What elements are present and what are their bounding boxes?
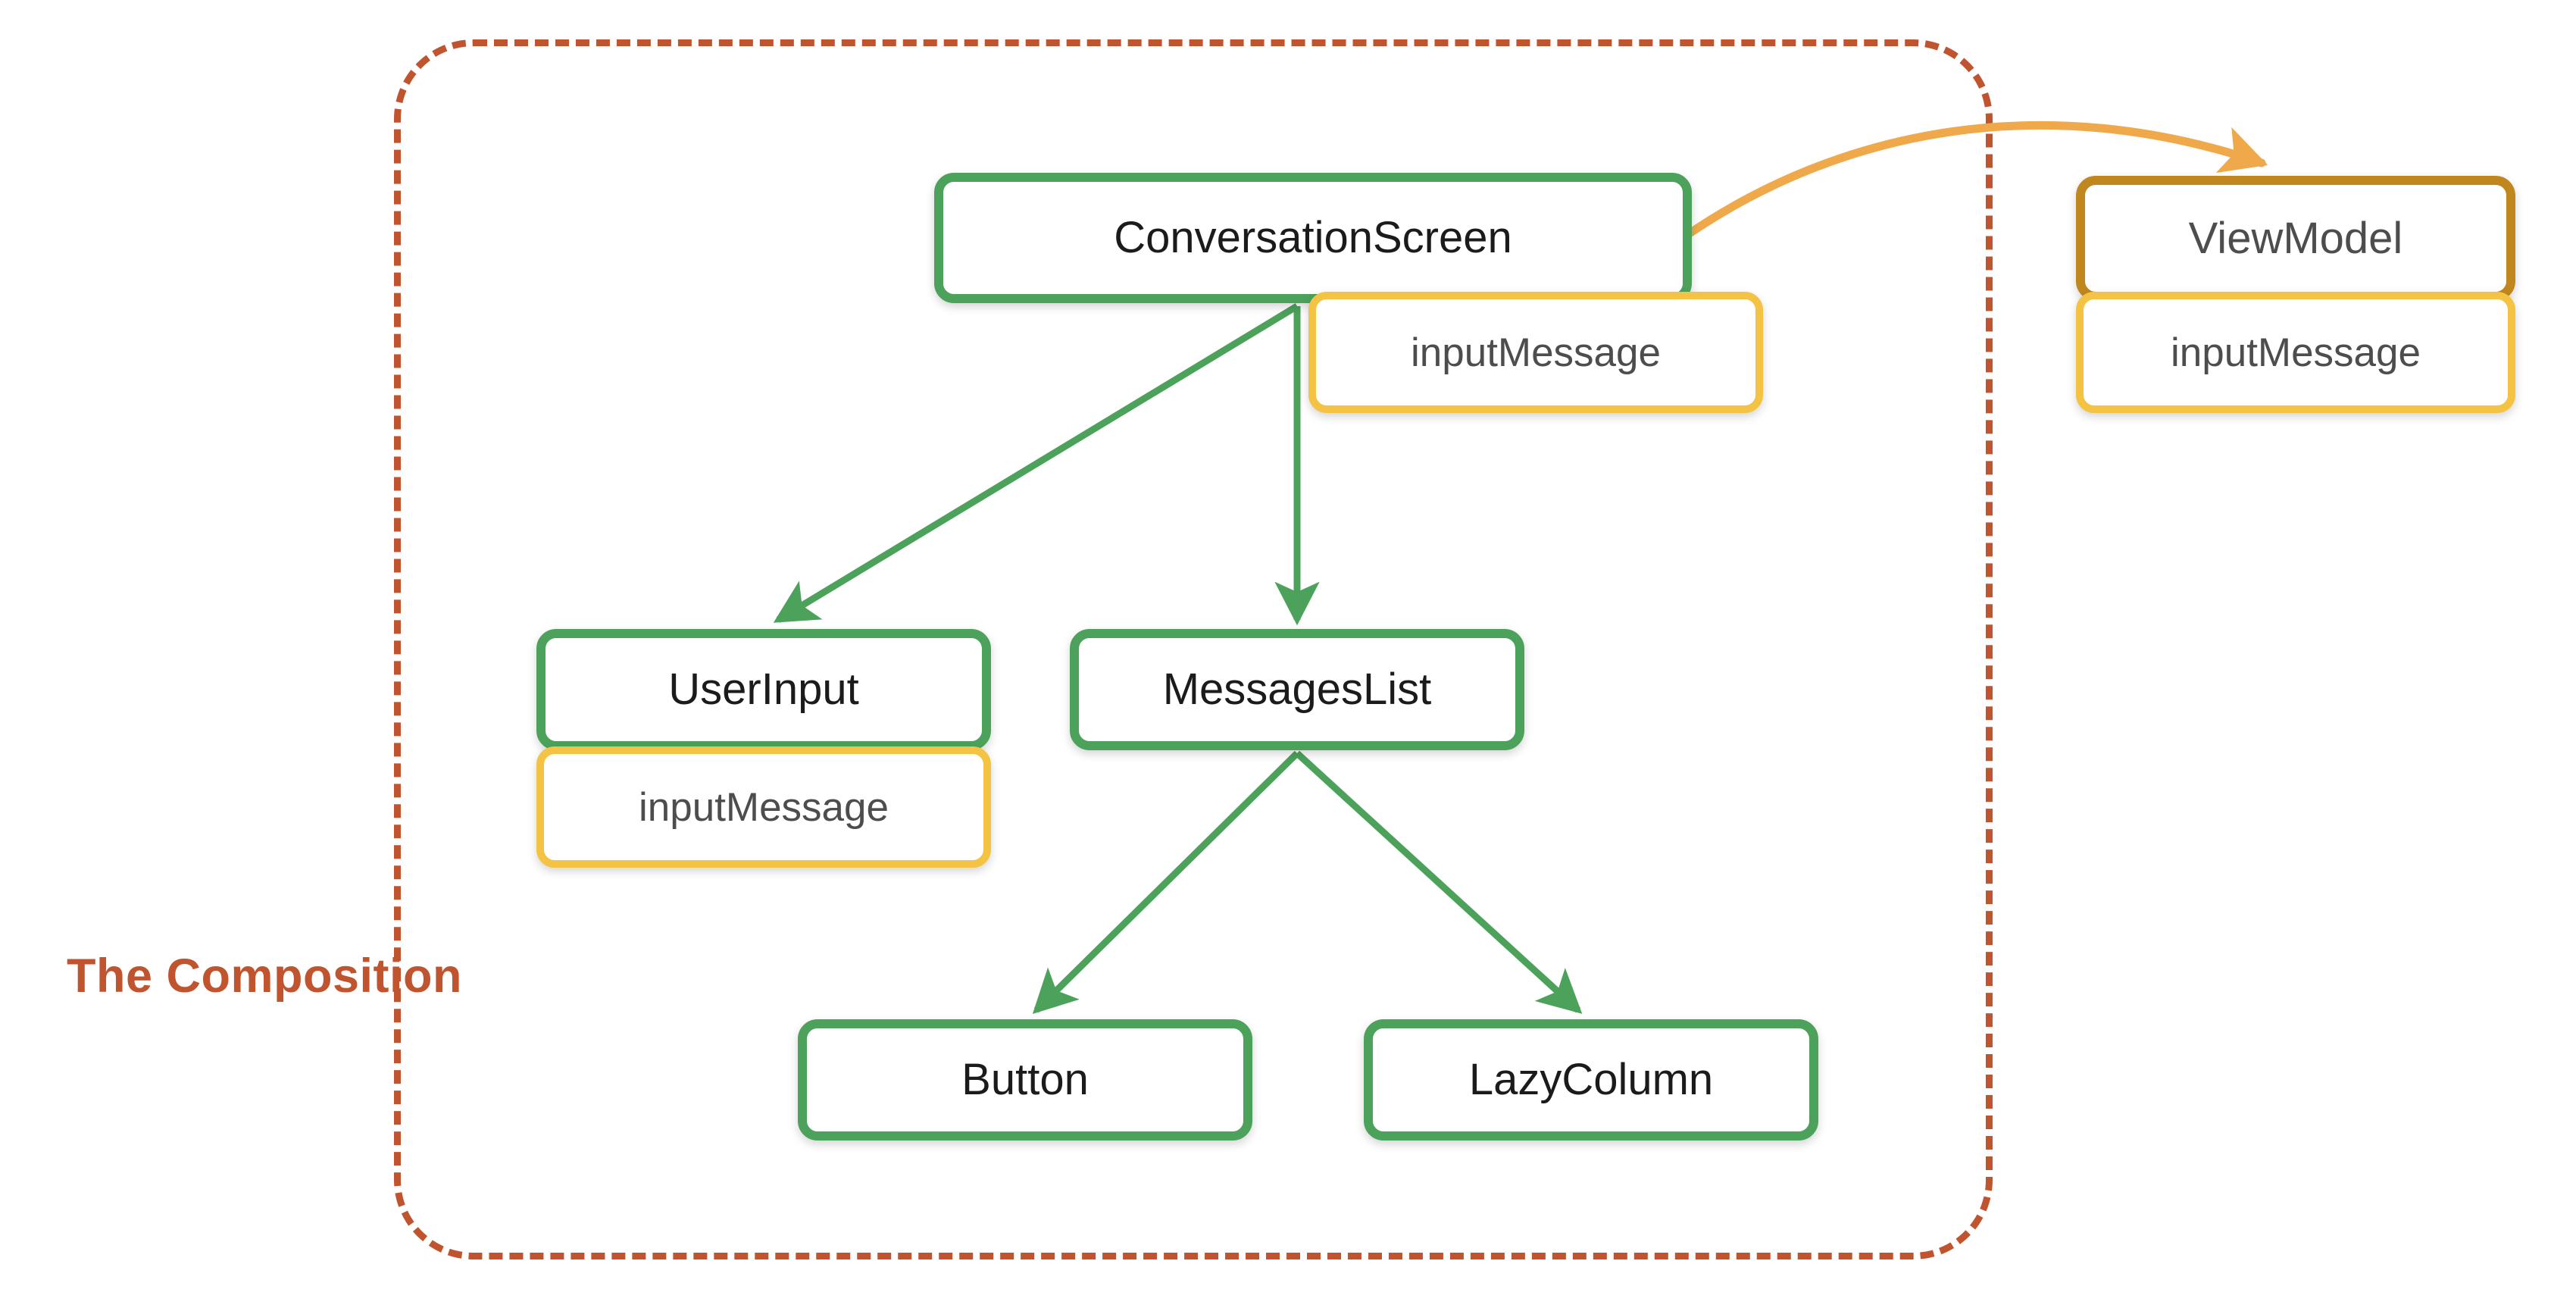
node-conversation-screen-label: ConversationScreen — [1114, 213, 1512, 262]
edge-conversationscreen-to-userinput — [773, 303, 1299, 623]
node-viewmodel[interactable]: ViewModel — [2076, 176, 2515, 301]
node-userinput[interactable]: UserInput — [536, 629, 991, 750]
state-viewmodel-inputmessage[interactable]: inputMessage — [2076, 292, 2515, 413]
state-userinput-inputmessage[interactable]: inputMessage — [536, 746, 991, 868]
composition-boundary-label: The Composition — [67, 950, 462, 1003]
node-button-label: Button — [961, 1055, 1089, 1104]
edge-messageslist-to-lazycolumn — [1294, 750, 1583, 1014]
node-userinput-label: UserInput — [668, 665, 859, 714]
node-lazycolumn[interactable]: LazyColumn — [1364, 1019, 1818, 1141]
state-viewmodel-inputmessage-label: inputMessage — [2171, 330, 2421, 375]
state-conversation-screen-inputmessage-label: inputMessage — [1411, 330, 1661, 375]
node-viewmodel-label: ViewModel — [2188, 213, 2403, 263]
node-button[interactable]: Button — [798, 1019, 1252, 1141]
node-messageslist-label: MessagesList — [1162, 665, 1432, 714]
node-messageslist[interactable]: MessagesList — [1070, 629, 1524, 750]
state-conversation-screen-inputmessage[interactable]: inputMessage — [1308, 292, 1763, 413]
state-userinput-inputmessage-label: inputMessage — [639, 784, 889, 830]
edge-messageslist-to-button — [1032, 750, 1300, 1015]
node-conversation-screen[interactable]: ConversationScreen — [934, 173, 1692, 303]
node-lazycolumn-label: LazyColumn — [1468, 1055, 1714, 1104]
